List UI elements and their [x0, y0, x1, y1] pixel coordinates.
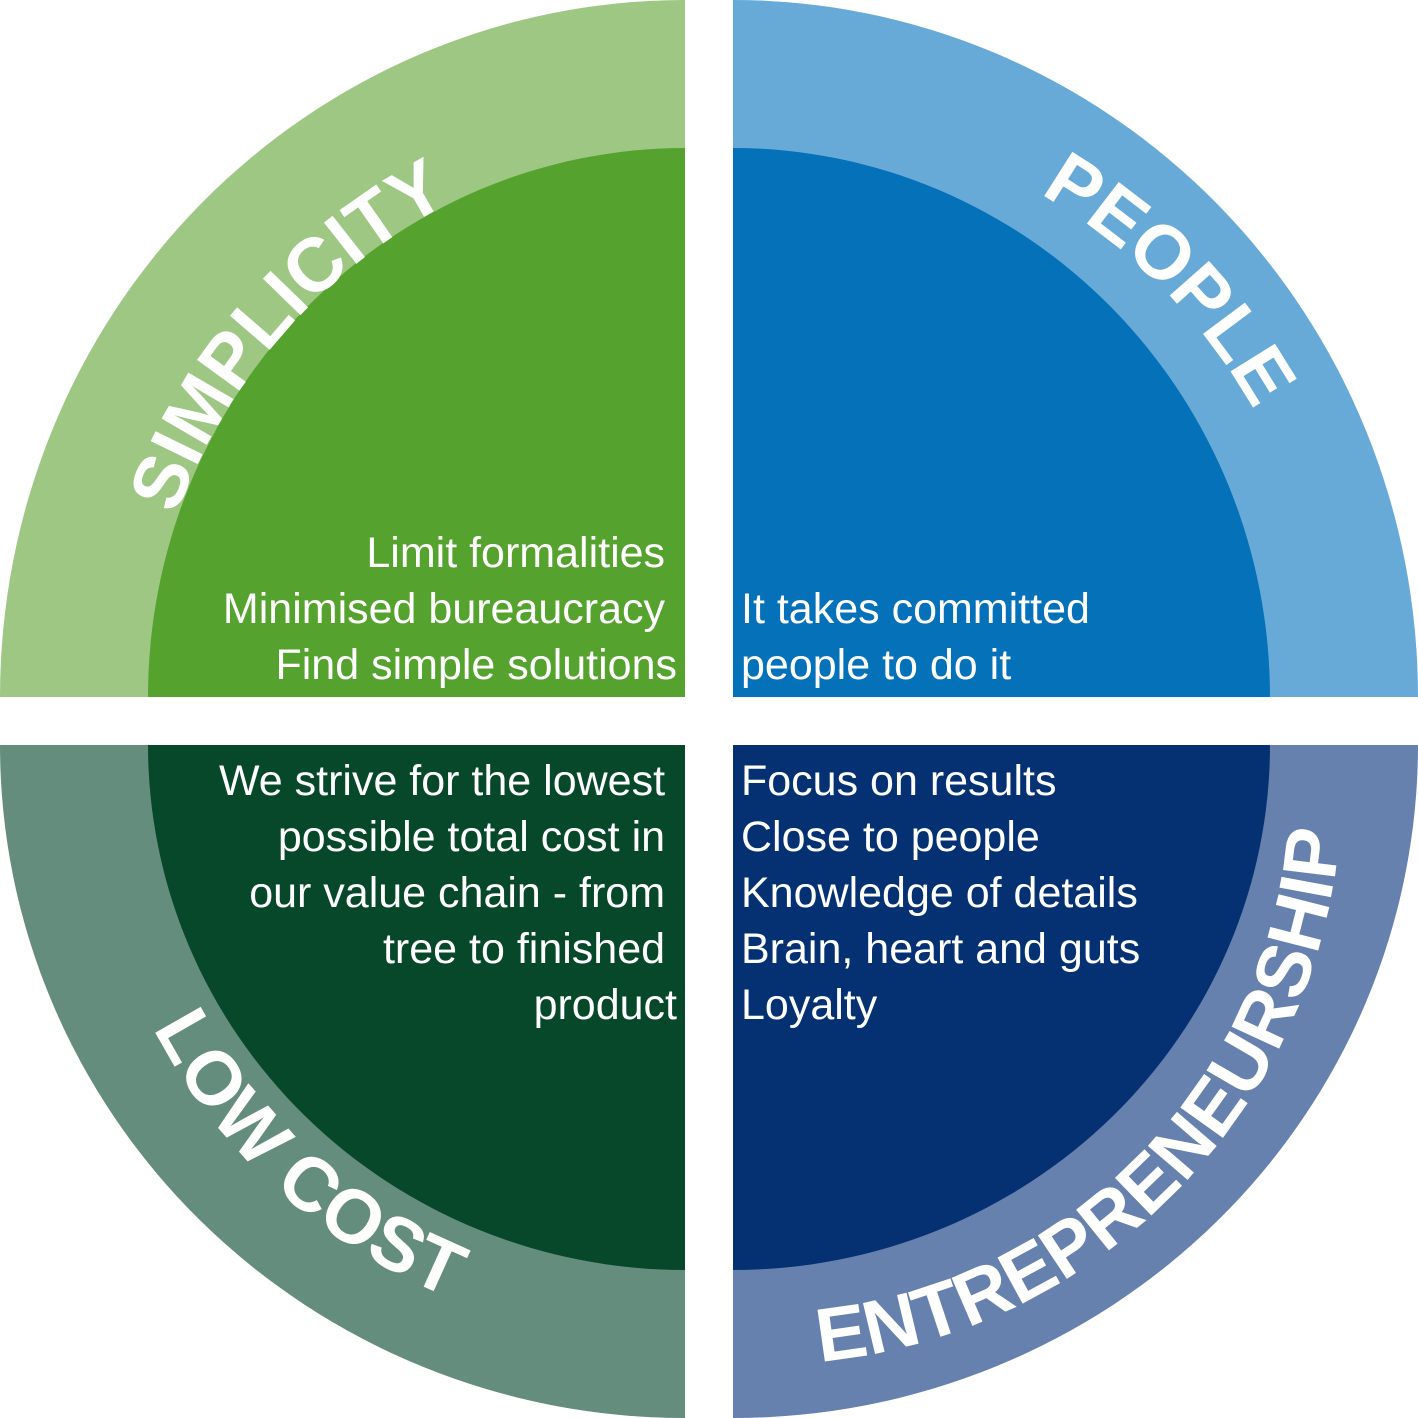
low-cost-line: product [534, 981, 677, 1029]
quadrant-people: PEOPLE It takes committed people to do i… [733, 0, 1418, 697]
simplicity-text: Limit formalities Minimised bureaucracy … [223, 529, 677, 689]
simplicity-line: Find simple solutions [275, 641, 677, 689]
people-text: It takes committed people to do it [741, 585, 1102, 689]
simplicity-inner-core [148, 148, 685, 697]
simplicity-line: Minimised bureaucracy [223, 585, 666, 633]
low-cost-line: We strive for the lowest [219, 757, 665, 805]
low-cost-line: possible total cost in [278, 813, 665, 861]
people-line: people to do it [741, 641, 1011, 689]
low-cost-text: We strive for the lowest possible total … [219, 757, 677, 1029]
entrepreneurship-text: Focus on results Close to people Knowled… [741, 757, 1152, 1029]
people-line: It takes committed [741, 585, 1090, 633]
quadrant-low-cost: LOW COST We strive for the lowest possib… [0, 745, 685, 1418]
entrepreneurship-line: Knowledge of details [741, 869, 1138, 917]
entrepreneurship-inner-core [733, 745, 1270, 1270]
quadrant-simplicity: SIMPLICITY Limit formalities Minimised b… [0, 0, 685, 697]
entrepreneurship-line: Loyalty [741, 981, 878, 1029]
low-cost-inner-core [148, 745, 685, 1270]
low-cost-line: tree to finished [383, 925, 665, 973]
entrepreneurship-line: Focus on results [741, 757, 1056, 805]
people-inner-core [733, 148, 1270, 697]
simplicity-line: Limit formalities [366, 529, 665, 577]
quadrant-entrepreneurship: ENTREPRENEURSHIP Focus on results Close … [733, 745, 1418, 1418]
low-cost-line: our value chain - from [249, 869, 665, 917]
entrepreneurship-line: Close to people [741, 813, 1040, 861]
entrepreneurship-line: Brain, heart and guts [741, 925, 1140, 973]
